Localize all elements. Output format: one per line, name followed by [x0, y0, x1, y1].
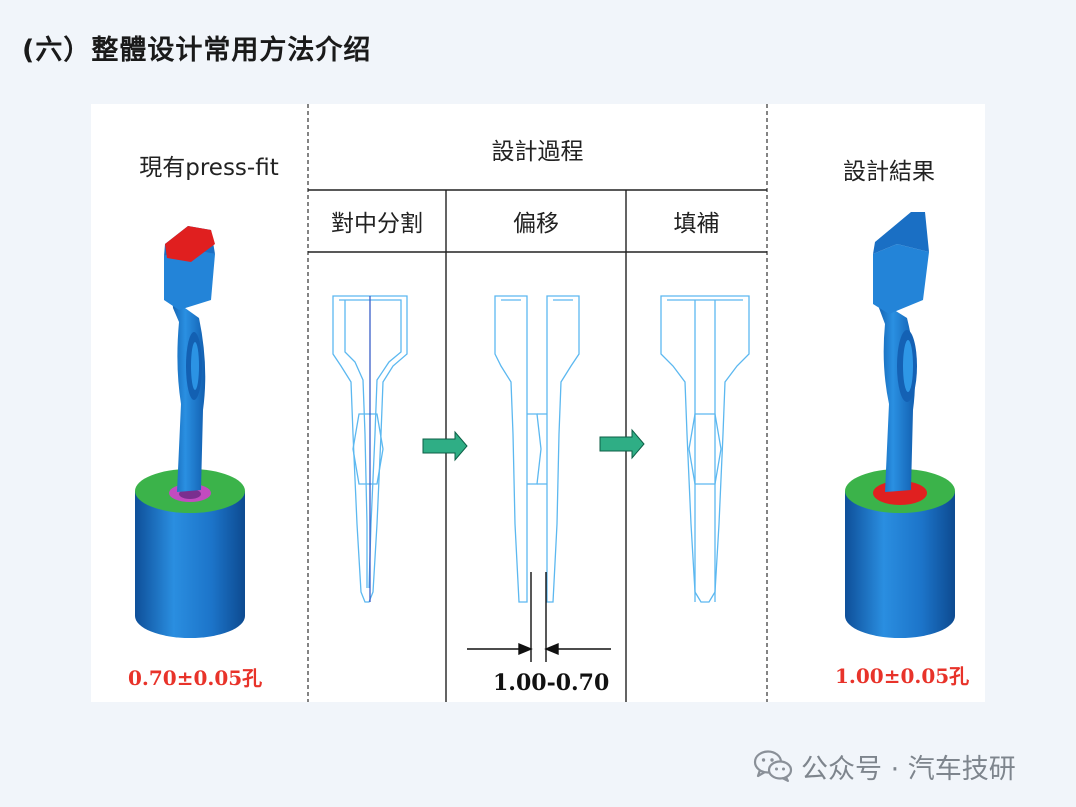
step-1-heading: 對中分割 [331, 211, 423, 237]
outline-offset [494, 295, 580, 603]
diagram-panel: 現有press-fit 設計過程 設計結果 對中分割 偏移 填補 0.70±0.… [91, 104, 985, 702]
left-heading: 現有press-fit [139, 155, 279, 181]
right-heading: 設計結果 [843, 159, 935, 185]
right-hole-label: 1.00±0.05孔 [835, 664, 970, 688]
dimension-label: 1.00-0.70 [493, 670, 610, 696]
watermark-text: 公众号 · 汽车技研 [801, 753, 1016, 785]
arrow-step-1-to-2 [422, 430, 468, 462]
outline-split [332, 295, 408, 603]
wechat-icon [753, 750, 793, 782]
middle-heading: 設計過程 [491, 139, 584, 165]
outline-fill [660, 295, 750, 603]
arrow-step-2-to-3 [599, 428, 645, 460]
step-3-heading: 填補 [673, 211, 720, 237]
process-diagram [135, 104, 955, 702]
result-pin-3d [845, 212, 955, 638]
dimension-marker [467, 572, 611, 662]
page-title: (六）整體设计常用方法介绍 [22, 35, 372, 66]
step-2-heading: 偏移 [513, 211, 559, 237]
left-hole-label: 0.70±0.05孔 [128, 666, 263, 690]
existing-pin-3d [135, 226, 245, 638]
watermark: 公众号 · 汽车技研 [753, 746, 1016, 786]
